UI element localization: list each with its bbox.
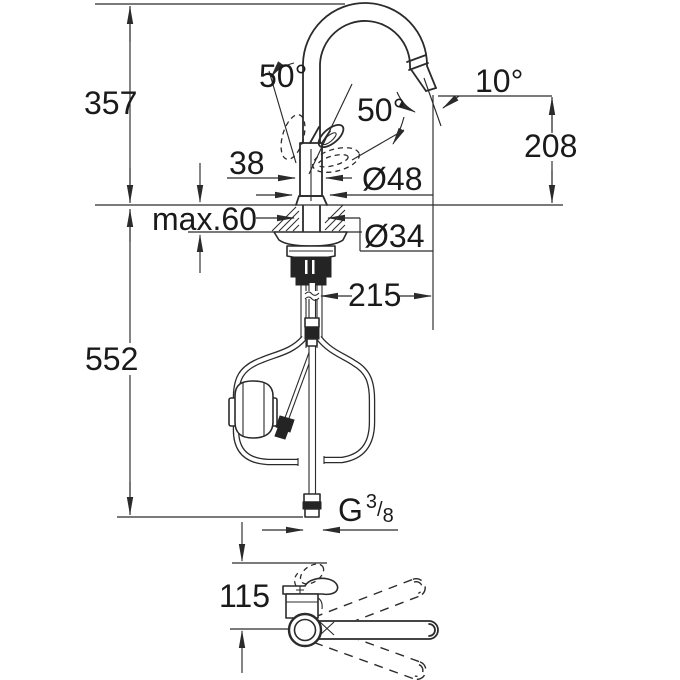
spray-head-band-icon <box>406 54 429 71</box>
dim-d34: Ø34 <box>256 214 433 254</box>
dim-d48: Ø48 <box>256 161 433 199</box>
pivot-cross-mark <box>319 621 335 636</box>
dim-handle-swing-right-label: 50° <box>357 92 405 128</box>
dim-max60: max.60 <box>152 163 257 273</box>
dim-front-view-height-label: 115 <box>219 578 270 614</box>
dim-38: 38 <box>227 145 352 182</box>
bottom-side-view <box>282 563 439 680</box>
hose-weight <box>228 380 278 439</box>
dim-outlet-height-label: 208 <box>524 128 577 164</box>
dim-215: 215 <box>320 277 432 313</box>
dim-357: 357 <box>84 6 137 203</box>
spout-arc <box>302 2 437 144</box>
dim-spout-reach-label: 215 <box>348 277 401 313</box>
pullout-hose <box>302 283 322 518</box>
dim-50deg-left: 50° <box>259 58 307 94</box>
dim-hose-length-label: 552 <box>85 341 138 377</box>
dim-hole-diameter-label: Ø34 <box>364 218 424 254</box>
dim-outlet-angle-label: 10° <box>475 63 523 99</box>
dim-height-label: 357 <box>84 85 137 121</box>
swivel-pivot-ring <box>287 612 323 648</box>
spout-swivel-up-dashed <box>313 578 426 635</box>
handle-position-down-dashed <box>311 147 361 173</box>
reference-lines <box>95 3 563 630</box>
mounting-hardware <box>273 231 348 286</box>
spout-swivel-down-dashed <box>313 624 427 680</box>
angle-annotations <box>268 61 442 330</box>
dim-body-width-label: 38 <box>229 145 265 181</box>
handle-position-up-dashed <box>280 114 306 160</box>
dim-50deg-right: 50° <box>357 92 405 128</box>
dim-552: 552 <box>85 209 141 515</box>
braided-hose <box>274 349 315 440</box>
dim-115: 115 <box>219 522 270 673</box>
dim-10deg: 10° <box>442 63 523 109</box>
dim-208: 208 <box>438 95 577 203</box>
dim-base-diameter-label: Ø48 <box>362 161 422 197</box>
lever-raised-dashed <box>299 563 325 585</box>
dim-handle-swing-left-label: 50° <box>259 58 307 94</box>
supply-hoses <box>228 285 376 466</box>
dim-deck-thickness-label: max.60 <box>152 201 257 237</box>
